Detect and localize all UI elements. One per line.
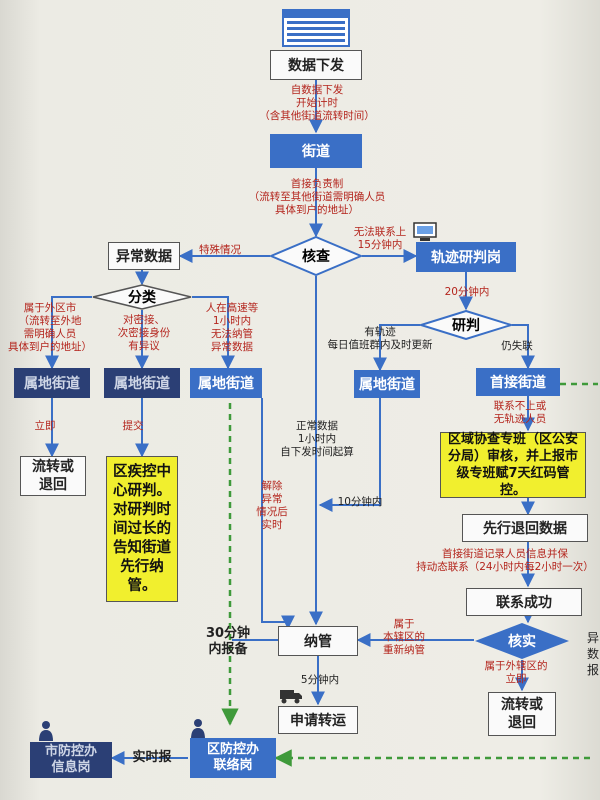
node-judge-label: 研判 bbox=[452, 318, 480, 334]
truck-icon bbox=[279, 688, 303, 704]
note-cannot-contact: 无法联系上 15分钟内 bbox=[353, 226, 407, 251]
node-circulate-return: 流转或 退回 bbox=[20, 456, 86, 496]
node-check-label: 核查 bbox=[302, 249, 330, 265]
person-icon-2 bbox=[190, 718, 206, 740]
node-check: 核查 bbox=[268, 235, 364, 277]
note-immediate: 立即 bbox=[34, 420, 56, 432]
node-city-office: 市防控办 信息岗 bbox=[30, 742, 112, 778]
computer-icon bbox=[412, 222, 438, 244]
note-release: 解除 异常 情况后 实时 bbox=[256, 480, 288, 531]
node-regional-review: 区域协查专班（区公安分局）审核，并上报市级专班赋7天红码管控。 bbox=[440, 432, 586, 498]
note-highway: 人在高速等 1小时内 无法纳管 异常数据 bbox=[205, 302, 259, 353]
node-street: 街道 bbox=[270, 134, 362, 168]
node-classify-label: 分类 bbox=[128, 290, 156, 306]
person-icon bbox=[38, 720, 54, 742]
note-edge-cut: 异 数 报 bbox=[586, 631, 599, 677]
note-report-30min: 30分钟 内报备 bbox=[205, 626, 251, 657]
note-local-district: 属于 本辖区的 重新纳管 bbox=[383, 618, 425, 656]
note-close-contact: 对密接、 次密接身份 有异议 bbox=[117, 314, 171, 352]
node-manage: 纳管 bbox=[278, 626, 358, 656]
note-record: 首接街道记录人员信息并保 持动态联系（24小时内每2小时一次） bbox=[416, 548, 594, 573]
arrow-classify-local1 bbox=[45, 296, 92, 370]
node-apply-transfer: 申请转运 bbox=[278, 706, 358, 734]
node-cdc-judge: 区疾控中心研判。对研判时间过长的告知街道先行纳管。 bbox=[106, 456, 178, 602]
arrow-classify-local3 bbox=[192, 296, 235, 370]
note-still-lost: 仍失联 bbox=[501, 340, 533, 352]
node-data-issue: 数据下发 bbox=[270, 50, 362, 80]
note-20min: 20分钟内 bbox=[444, 286, 490, 298]
node-verify-label: 核实 bbox=[508, 634, 536, 650]
note-5min: 5分钟内 bbox=[300, 674, 340, 686]
node-anomaly: 异常数据 bbox=[108, 242, 180, 270]
node-local-street-2: 属地街道 bbox=[104, 368, 180, 398]
node-district-office: 区防控办 联络岗 bbox=[190, 738, 276, 778]
arrow-judge-local4 bbox=[373, 324, 420, 372]
arrow-judge-first bbox=[512, 324, 535, 370]
node-judge: 研判 bbox=[417, 309, 515, 341]
node-local-street-1: 属地街道 bbox=[14, 368, 90, 398]
arrow-local3-manage bbox=[261, 398, 295, 630]
note-submit: 提交 bbox=[122, 420, 144, 432]
note-issue-time: 自数据下发 开始计时 （含其他街道流转时间） bbox=[259, 84, 375, 122]
note-first-responsibility: 首接负责制 （流转至其他街道需明确人员 具体到户的地址） bbox=[248, 178, 386, 216]
node-local-street-3: 属地街道 bbox=[190, 368, 262, 398]
node-verify: 核实 bbox=[474, 622, 570, 660]
note-realtime-report: 实时报 bbox=[132, 750, 172, 765]
note-has-track: 有轨迹 每日值班群内及时更新 bbox=[327, 326, 433, 351]
table-icon bbox=[281, 8, 351, 48]
node-trace: 轨迹研判岗 bbox=[416, 242, 516, 272]
note-special: 特殊情况 bbox=[199, 244, 241, 256]
node-circulate-return-2: 流转或 退回 bbox=[488, 692, 556, 736]
note-other-district: 属于外辖区的 立即 bbox=[484, 660, 548, 685]
node-classify: 分类 bbox=[92, 284, 192, 310]
note-other-city: 属于外区市 （流转至外地 需明确人员 具体到户的地址） bbox=[8, 302, 92, 353]
note-normal: 正常数据 1小时内 自下发时间起算 bbox=[280, 420, 354, 458]
node-contact-success: 联系成功 bbox=[466, 588, 582, 616]
node-local-street-4: 属地街道 bbox=[354, 370, 420, 398]
node-first-street: 首接街道 bbox=[476, 368, 560, 396]
note-unreachable: 联系不上或 无轨迹人员 bbox=[493, 400, 547, 425]
arrow-local4-main bbox=[318, 398, 381, 512]
node-return-first: 先行退回数据 bbox=[462, 514, 588, 542]
note-10min: 10分钟内 bbox=[337, 496, 383, 508]
